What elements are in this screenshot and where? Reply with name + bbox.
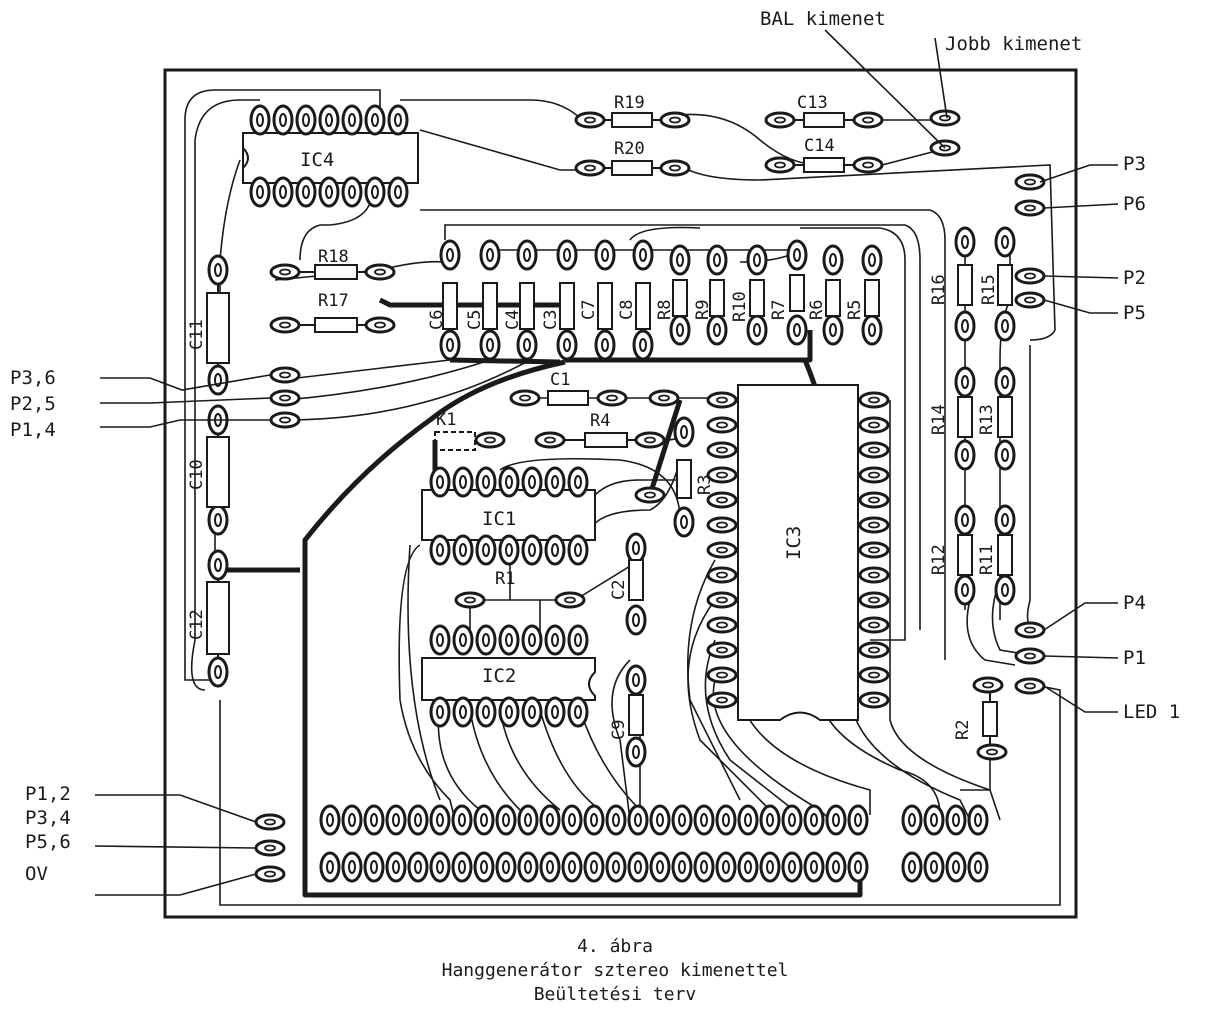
c9: C9 [609, 664, 647, 768]
board-outline [163, 68, 1078, 919]
label-led1: LED 1 [1123, 701, 1180, 723]
r1: R1 [454, 569, 586, 609]
c10: C10 [187, 404, 230, 536]
ic2-label: IC2 [482, 665, 516, 687]
c8-label: C8 [617, 300, 637, 320]
figure-number: 4. ábra [577, 936, 653, 957]
c11: C11 [187, 254, 230, 396]
label-p2: P2 [1123, 267, 1146, 289]
r4: R4 [534, 411, 666, 449]
label-p4: P4 [1123, 592, 1146, 614]
label-p14: P1,4 [10, 419, 56, 441]
c14: C14 [764, 136, 884, 174]
figure-subtitle: Beültetési terv [533, 984, 697, 1005]
label-p6: P6 [1123, 193, 1146, 215]
label-p36: P3,6 [10, 367, 56, 389]
r5-label: R5 [845, 300, 865, 320]
ic4-label: IC4 [300, 149, 334, 171]
c13: C13 [764, 93, 884, 129]
c13-label: C13 [797, 93, 828, 113]
c2: C2 [609, 532, 647, 636]
k1-label: K1 [436, 410, 456, 430]
c10-label: C10 [187, 459, 207, 490]
k1: K1 [434, 410, 506, 451]
label-p25: P2,5 [10, 393, 56, 415]
c5-label: C5 [465, 310, 485, 330]
r10-label: R10 [730, 291, 750, 322]
bottom-connector-strip [319, 804, 989, 883]
r18-label: R18 [318, 247, 349, 267]
label-jobb-kimenet: Jobb kimenet [945, 33, 1082, 55]
r19-label: R19 [614, 93, 645, 113]
r9-label: R9 [693, 300, 713, 320]
r6-label: R6 [807, 300, 827, 320]
r2-label: R2 [953, 720, 973, 740]
r3: R3 [673, 416, 715, 538]
r16-label: R16 [929, 274, 949, 305]
label-p5: P5 [1123, 302, 1146, 324]
bal-jobb-pads [929, 109, 961, 157]
c3-label: C3 [541, 310, 561, 330]
r17: R17 [269, 291, 396, 334]
right-resistor-column [954, 226, 1016, 761]
label-ov: OV [25, 863, 48, 885]
label-p3: P3 [1123, 153, 1146, 175]
r12-label: R12 [929, 544, 949, 575]
r8-label: R8 [655, 300, 675, 320]
r11-label: R11 [977, 544, 997, 575]
label-p1: P1 [1123, 647, 1146, 669]
ic3-body [737, 384, 859, 721]
left-connector-pads [254, 366, 301, 883]
ic3-label: IC3 [783, 526, 805, 560]
c1-label: C1 [550, 370, 570, 390]
label-bal-kimenet: BAL kimenet [760, 8, 886, 30]
c6-label: C6 [427, 310, 447, 330]
r17-label: R17 [318, 291, 349, 311]
c1: C1 [509, 370, 628, 407]
thick-traces [215, 297, 863, 898]
label-p12: P1,2 [25, 783, 71, 805]
r13-label: R13 [977, 404, 997, 435]
r4-label: R4 [590, 411, 610, 431]
c11-label: C11 [187, 319, 207, 350]
c14-label: C14 [804, 136, 835, 156]
figure-title: Hanggenerátor sztereo kimenettel [441, 960, 789, 981]
ic2-body [421, 657, 596, 701]
c12: C12 [187, 549, 230, 688]
r1-label: R1 [495, 569, 515, 589]
c12-label: C12 [187, 609, 207, 640]
r15-label: R15 [979, 274, 999, 305]
ic1-label: IC1 [482, 508, 516, 530]
r20-label: R20 [614, 139, 645, 159]
vertical-component-row [439, 239, 883, 361]
leader-lines [94, 29, 1119, 896]
r3-label: R3 [695, 475, 715, 495]
c9-label: C9 [609, 720, 629, 740]
r20: R20 [574, 139, 691, 177]
c7-label: C7 [579, 300, 599, 320]
r14-label: R14 [929, 404, 949, 435]
thin-traces [184, 89, 1061, 906]
c2-label: C2 [609, 580, 629, 600]
c4-label: C4 [503, 310, 523, 330]
r18: R18 [269, 247, 396, 281]
label-p56: P5,6 [25, 831, 71, 853]
r7-label: R7 [769, 300, 789, 320]
label-p34: P3,4 [25, 807, 71, 829]
r19: R19 [574, 93, 691, 129]
